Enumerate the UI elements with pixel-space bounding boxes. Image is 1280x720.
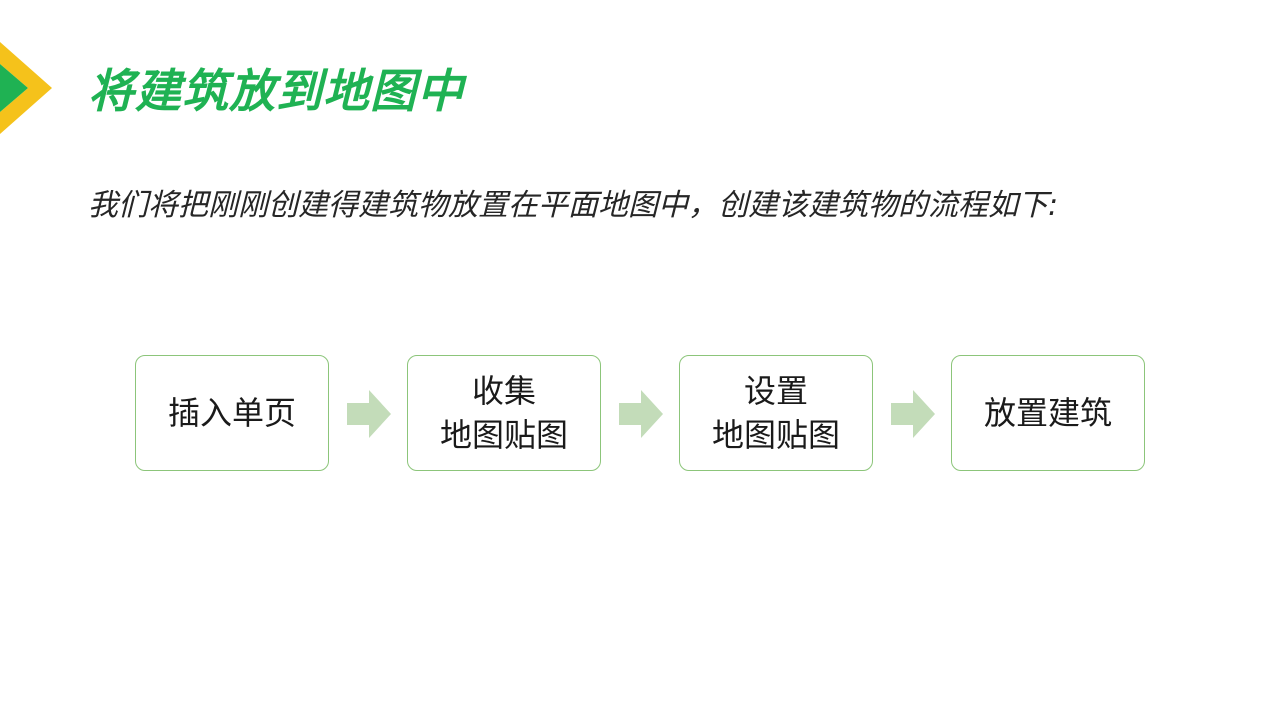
step-box-4: 放置建筑 — [951, 355, 1145, 471]
step-label: 设置 — [743, 372, 808, 410]
arrow-right-icon — [891, 390, 935, 438]
step-box-2: 收集 地图贴图 — [407, 355, 601, 471]
step-box-3: 设置 地图贴图 — [679, 355, 873, 471]
arrow-right-icon — [619, 390, 663, 438]
step-label: 收集 — [471, 372, 536, 410]
page-title: 将建筑放到地图中 — [88, 64, 464, 118]
step-label: 地图贴图 — [711, 416, 840, 454]
chevron-logo-icon — [0, 42, 52, 134]
step-box-1: 插入单页 — [135, 355, 329, 471]
step-label: 放置建筑 — [983, 394, 1112, 432]
step-label: 插入单页 — [167, 394, 296, 432]
step-label: 地图贴图 — [439, 416, 568, 454]
arrow-right-icon — [347, 390, 391, 438]
intro-text: 我们将把刚刚创建得建筑物放置在平面地图中，创建该建筑物的流程如下: — [88, 188, 1059, 223]
